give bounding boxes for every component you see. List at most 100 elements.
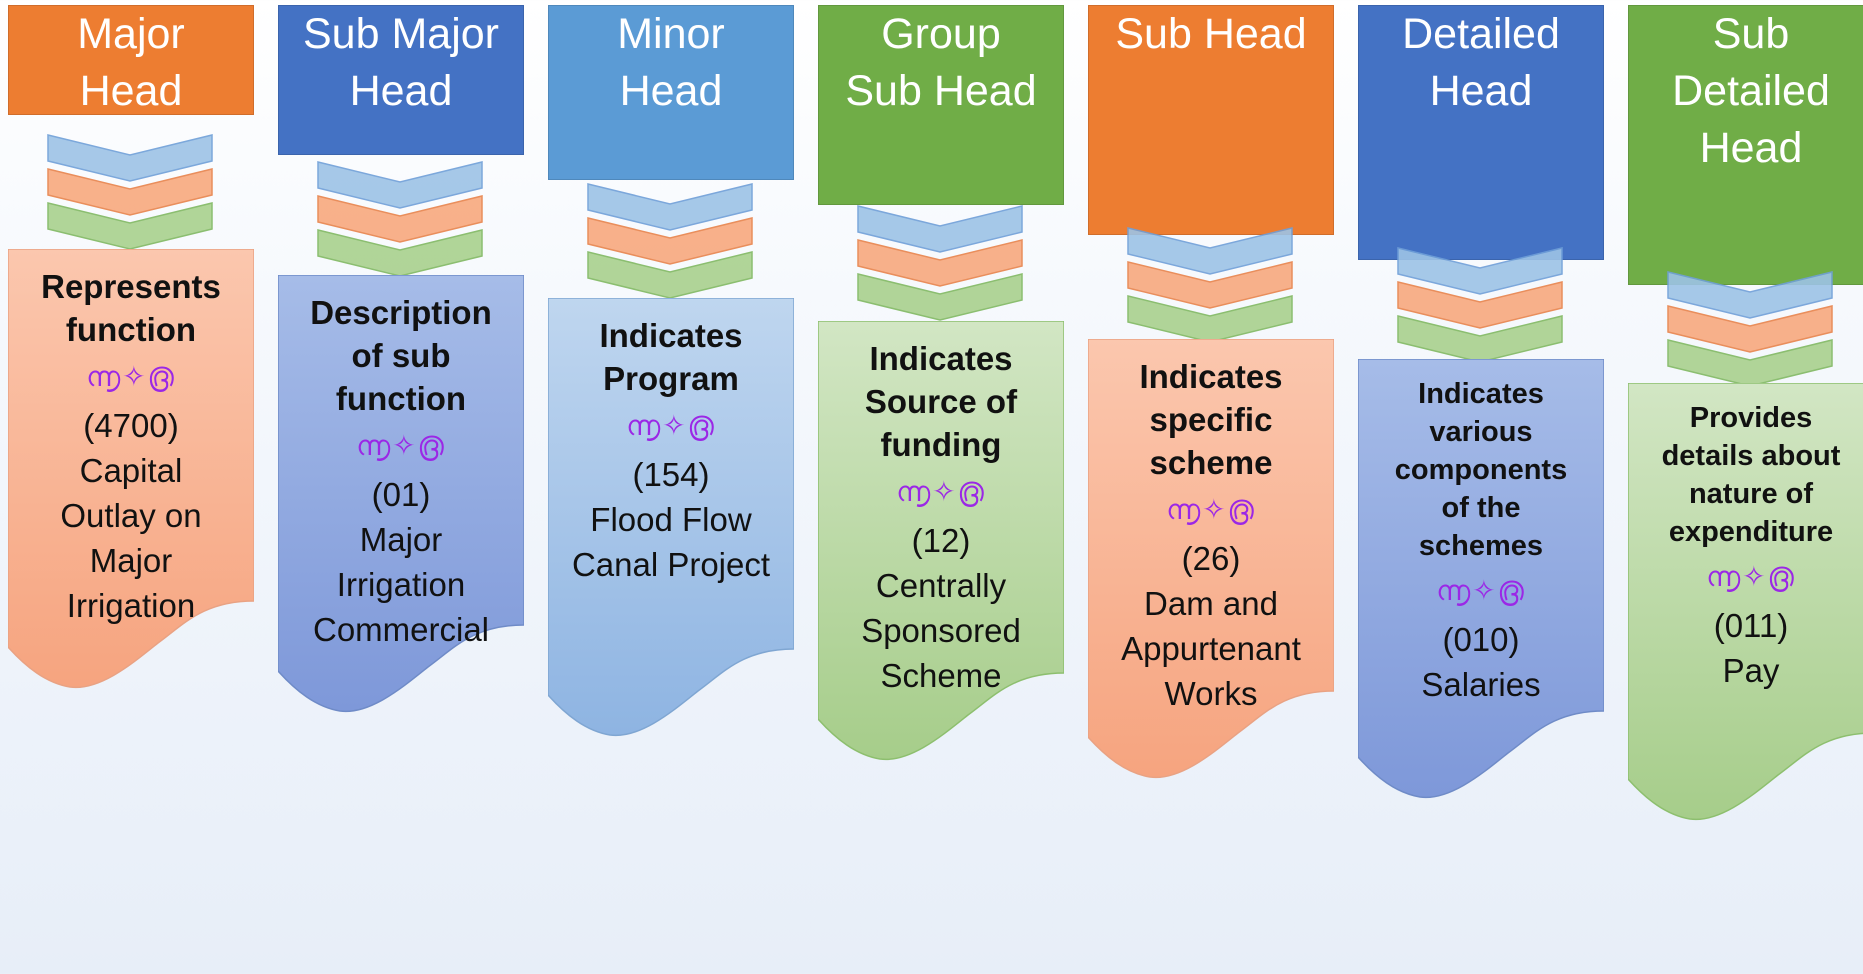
description-line: Represents [41,268,221,305]
description-line: Program [603,360,739,397]
description-line: Source of [864,383,1018,420]
ornament-icon: ൬✧൫ [356,430,446,461]
description-line: funding [880,426,1002,463]
head-name-line: Major [89,542,173,579]
chevron-down-icon [1127,227,1293,343]
ornament-icon: ൬✧൫ [896,476,986,507]
ornament-icon: ൬✧൫ [1436,575,1526,606]
head-code: (011) [1713,607,1789,644]
description-line: Indicates [599,317,743,354]
ornament-icon: ൬✧൫ [1706,561,1796,592]
chevron-down-icon [587,183,753,299]
head-name-line: Centrally [875,567,1007,604]
head-title-line: Head [1699,124,1803,172]
head-title-line: Detailed [1402,10,1560,58]
description-line: components [1394,454,1568,486]
head-title-line: Detailed [1672,67,1830,115]
head-title-line: Minor [617,10,725,58]
description-line: function [335,380,467,417]
description-line: various [1429,416,1533,448]
head-name-line: Commercial [312,611,490,648]
card-wave-shape [548,298,794,737]
head-title-line: Sub [1712,10,1790,58]
head-title-line: Head [79,67,183,115]
chevron-down-icon [317,161,483,277]
description-line: Provides [1689,402,1813,434]
chevron-down-icon [1667,271,1833,387]
description-line: Indicates [1139,358,1283,395]
description-line: of sub [351,337,451,374]
chevron-down-icon [1397,247,1563,363]
head-name-line: Pay [1722,652,1780,689]
head-name-line: Capital [79,452,183,489]
head-title-line: Head [1429,67,1533,115]
card-wave-shape [818,321,1064,761]
head-name-line: Works [1164,675,1258,712]
head-code: (01) [371,476,431,513]
head-title-line: Sub Head [845,67,1037,115]
description-line: Indicates [869,340,1013,377]
head-code: (154) [632,456,710,493]
description-line: Indicates [1418,378,1544,410]
head-name-line: Irrigation [66,587,196,624]
description-line: nature of [1688,478,1814,510]
head-code: (26) [1181,540,1241,577]
head-name-line: Flood Flow [590,501,752,538]
head-code: (12) [911,522,971,559]
description-line: of the [1441,492,1521,524]
detail-card: Indicates various components of the schemes ൬… [1358,359,1604,801]
head-title-line: Major [77,10,185,58]
head-name-line: Salaries [1421,666,1541,703]
ornament-icon: ൬✧൫ [86,361,176,392]
description-line: specific [1149,401,1273,438]
head-name-line: Dam and [1144,585,1278,622]
ornament-icon: ൬✧൫ [626,410,716,441]
head-code: (4700) [83,407,179,444]
description-line: Description [310,294,492,331]
head-name-line: Appurtenant [1121,630,1301,667]
card-wave-shape [8,249,254,689]
description-line: details about [1661,440,1841,472]
card-wave-shape [1628,383,1863,821]
chevron-down-icon [857,205,1023,321]
chevron-down-icon [47,134,213,250]
head-name-line: Canal Project [571,546,771,583]
card-wave-shape [1088,339,1334,779]
head-title-line: Group [881,10,1001,58]
head-title-line: Sub Head [1115,10,1307,58]
description-line: schemes [1418,530,1544,562]
card-wave-shape [278,275,524,713]
card-wave-shape [1358,359,1604,799]
description-line: function [65,311,197,348]
description-line: scheme [1149,444,1273,481]
head-name-line: Irrigation [336,566,466,603]
head-name-line: Major [359,521,443,558]
head-box: Sub Head [1088,5,1334,235]
head-name-line: Outlay on [60,497,202,534]
head-name-line: Scheme [880,657,1002,694]
head-title-line: Head [619,67,723,115]
